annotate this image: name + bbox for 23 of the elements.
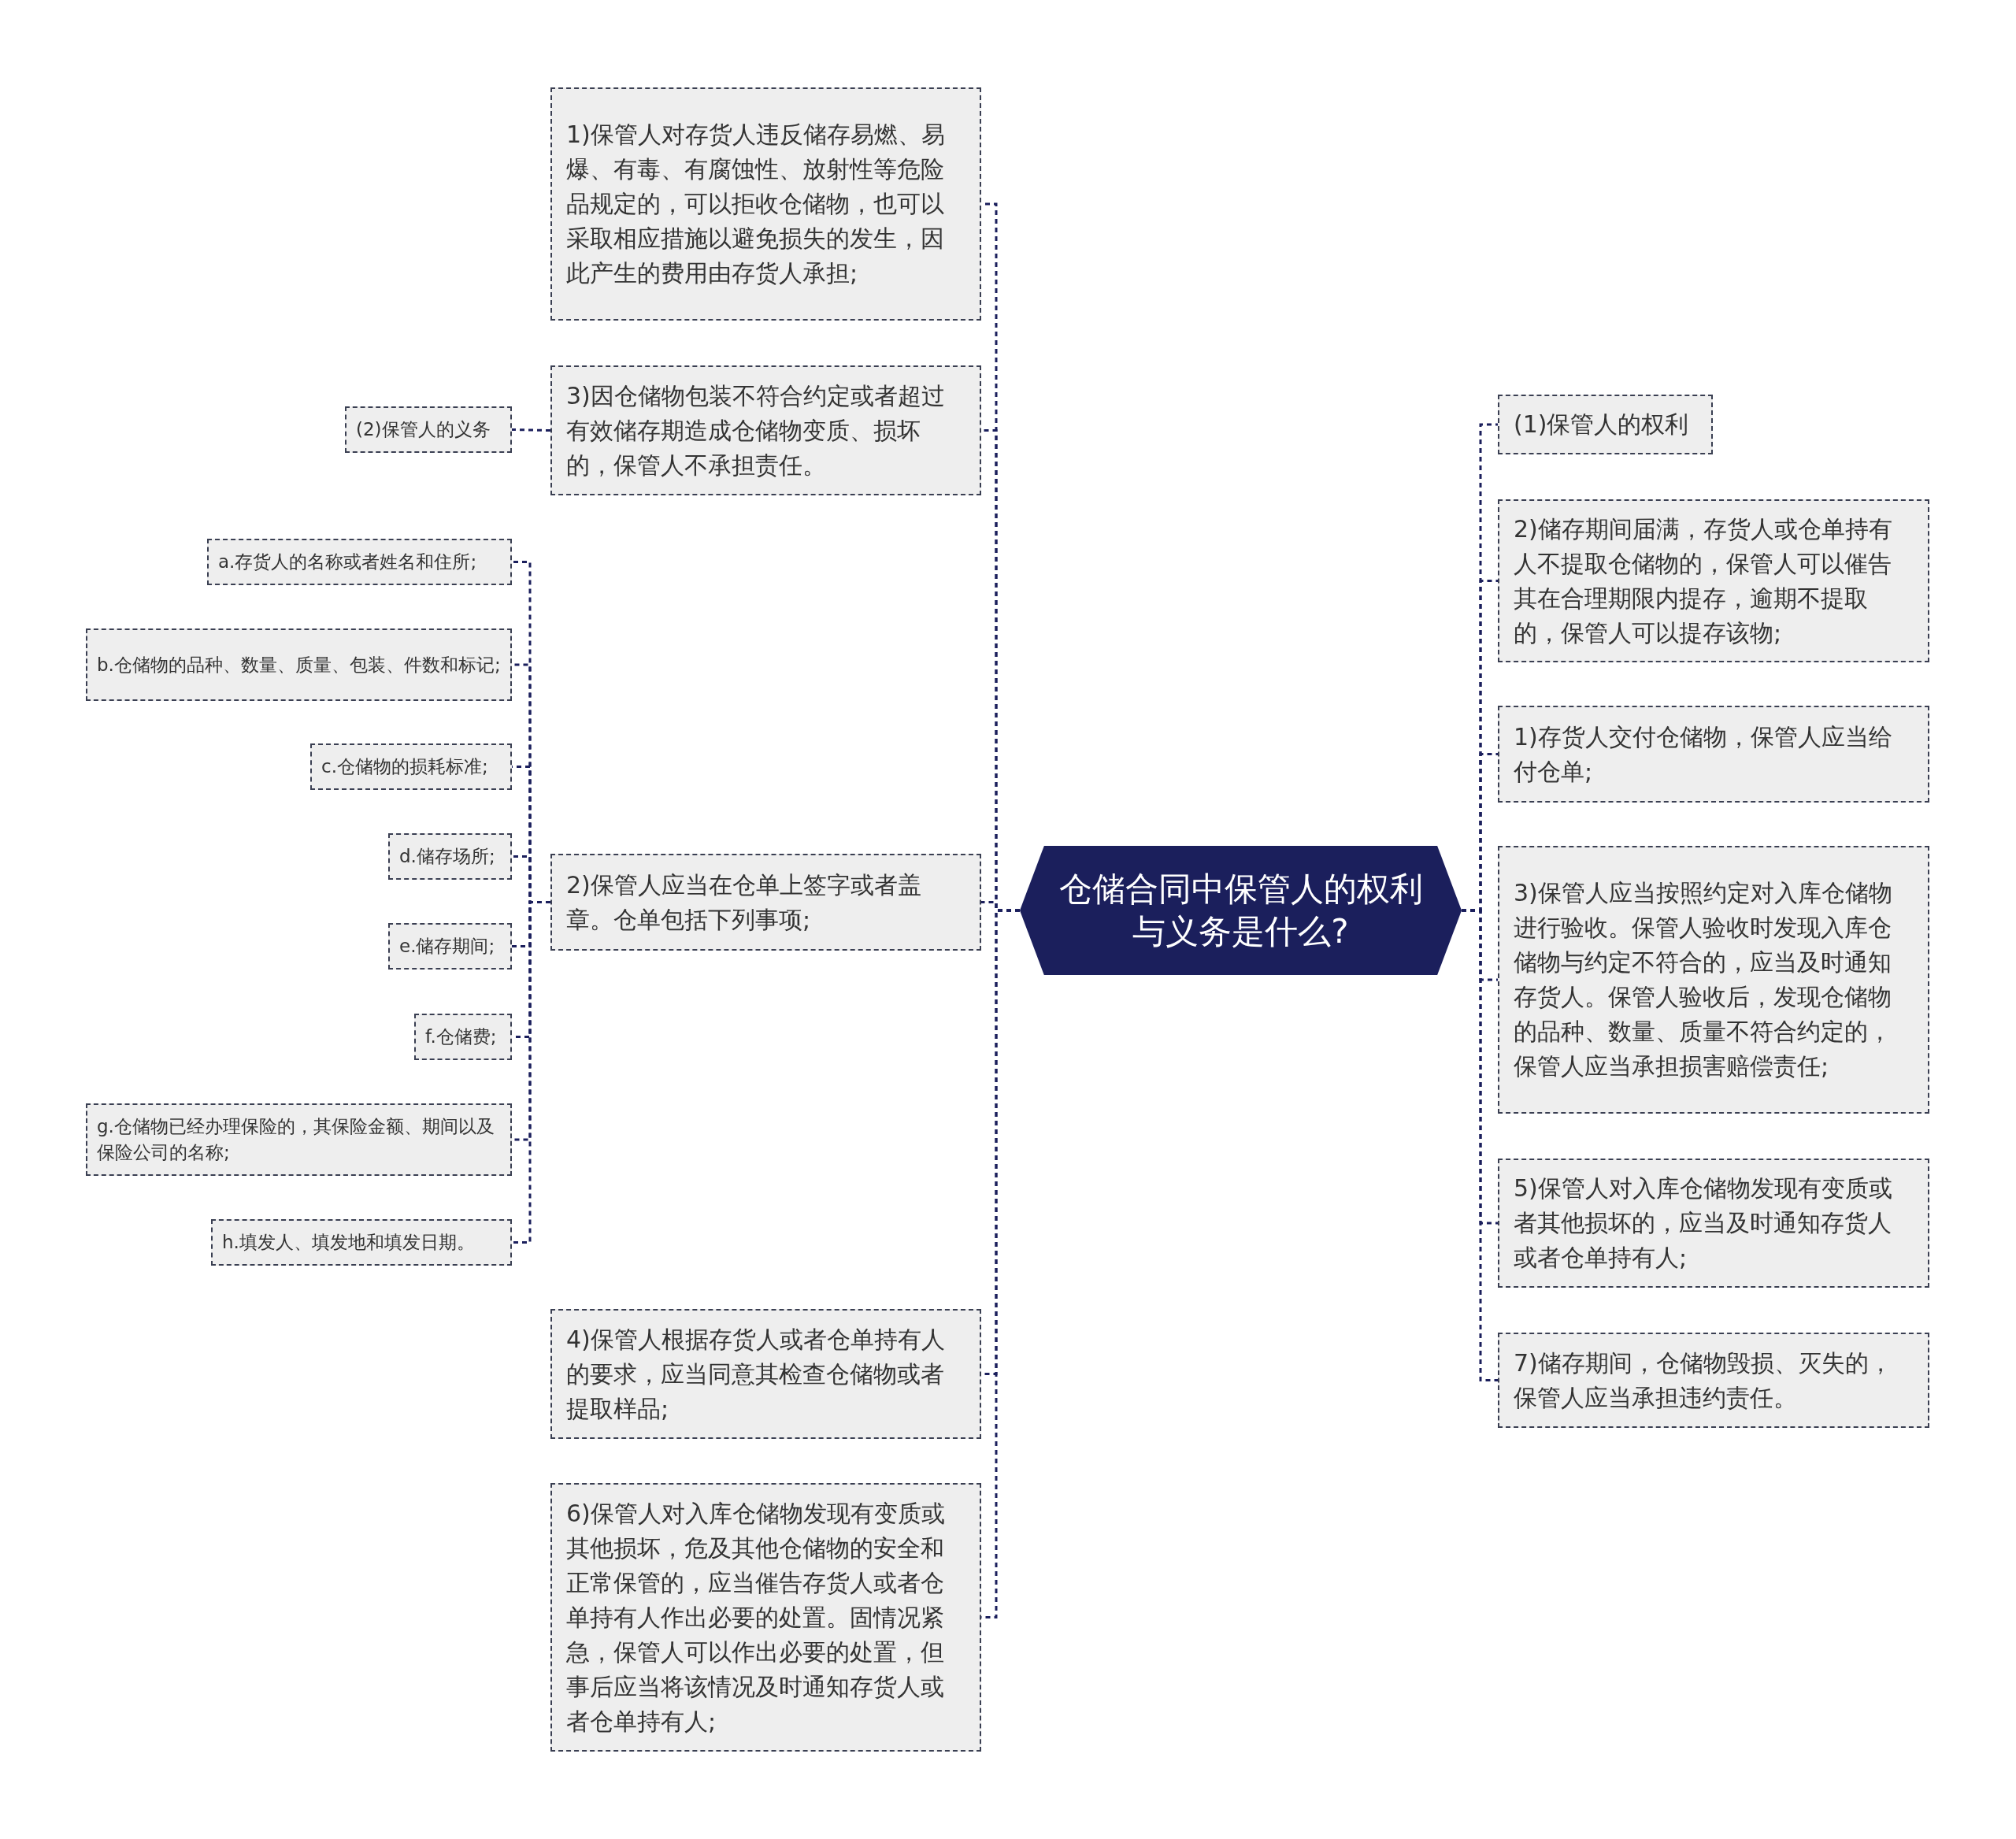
topic-box: 6)保管人对入库仓储物发现有变质或其他损坏，危及其他仓储物的安全和正常保管的，应当催告存货人或者仓单持有人作出必要的处置。固情况紧急，保管人可以作出必要的处置，但事后应当将该情况及时通知存货人或者仓单持有人;	[550, 1483, 981, 1752]
topic-box: (2)保管人的义务	[345, 406, 512, 453]
topic-box: 2)保管人应当在仓单上签字或者盖章。仓单包括下列事项;	[550, 854, 981, 951]
connector-line	[511, 428, 551, 432]
topic-box: 5)保管人对入库仓储物发现有变质或者其他损坏的，应当及时通知存货人或者仓单持有人;	[1498, 1159, 1929, 1288]
topic-box: g.仓储物已经办理保险的，其保险金额、期间以及保险公司的名称;	[86, 1103, 512, 1176]
central-topic: 仓储合同中保管人的权利与义务是什么?	[1020, 846, 1462, 975]
topic-box: e.储存期间;	[388, 923, 512, 970]
topic-box: f.仓储费;	[414, 1014, 512, 1060]
topic-box: (1)保管人的权利	[1498, 395, 1713, 454]
topic-box: h.填发人、填发地和填发日期。	[211, 1219, 512, 1266]
topic-box: c.仓储物的损耗标准;	[310, 743, 512, 790]
topic-box: d.储存场所;	[388, 833, 512, 880]
topic-box: 1)保管人对存货人违反储存易燃、易爆、有毒、有腐蚀性、放射性等危险品规定的，可以拒收仓储物，也可以采取相应措施以避免损失的发生，因此产生的费用由存货人承担;	[550, 87, 981, 321]
topic-box: b.仓储物的品种、数量、质量、包装、件数和标记;	[86, 628, 512, 701]
topic-box: 4)保管人根据存货人或者仓单持有人的要求，应当同意其检查仓储物或者提取样品;	[550, 1309, 981, 1439]
topic-box: 3)因仓储物包装不符合约定或者超过有效储存期造成仓储物变质、损坏的，保管人不承担责任。	[550, 365, 981, 495]
topic-box: 7)储存期间，仓储物毁损、灭失的，保管人应当承担违约责任。	[1498, 1333, 1929, 1428]
topic-box: a.存货人的名称或者姓名和住所;	[207, 539, 512, 585]
connector-line	[512, 901, 550, 1244]
topic-box: 1)存货人交付仓储物，保管人应当给付仓单;	[1498, 706, 1929, 803]
topic-box: 3)保管人应当按照约定对入库仓储物进行验收。保管人验收时发现入库仓储物与约定不符合的，应当及时通知存货人。保管人验收后，发现仓储物的品种、数量、质量不符合约定的，保管人应当承担损害赔偿责任;	[1498, 846, 1929, 1114]
topic-box: 2)储存期间届满，存货人或仓单持有人不提取仓储物的，保管人可以催告其在合理期限内提存，逾期不提取的，保管人可以提存该物;	[1498, 499, 1929, 662]
